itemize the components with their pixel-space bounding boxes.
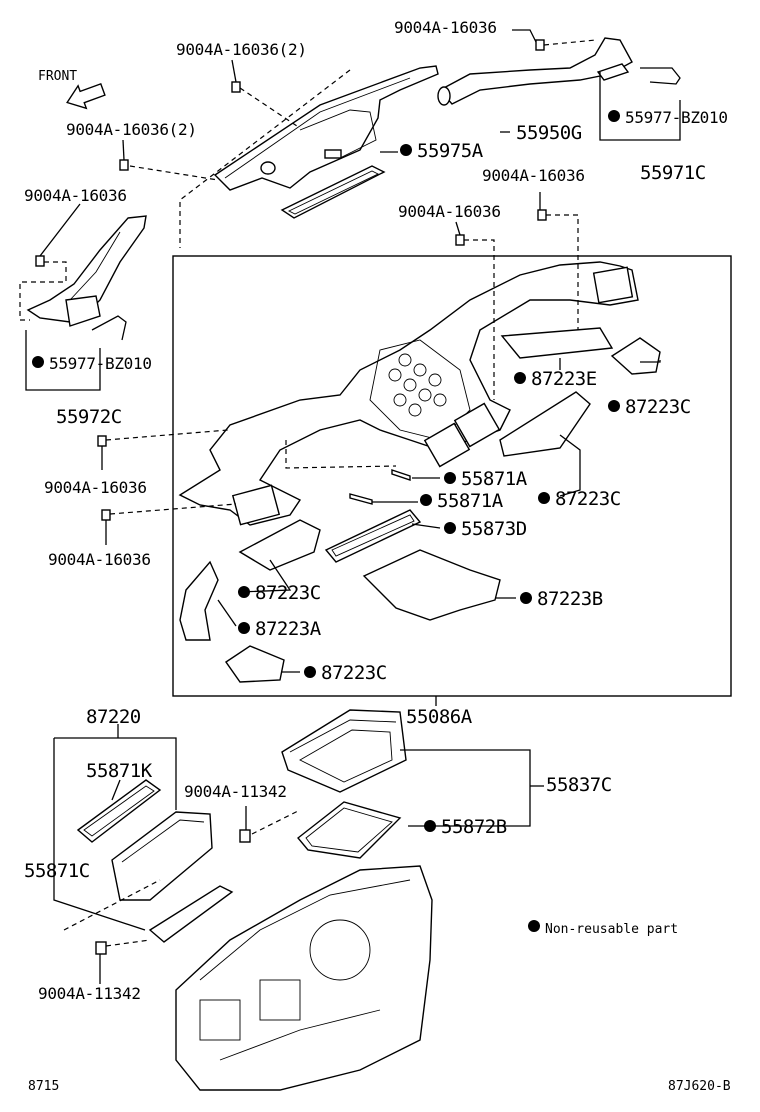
footer-right: 87J620-B <box>668 1079 731 1094</box>
seal-55871A-2 <box>349 493 373 505</box>
label-55837C: 55837C <box>546 774 612 796</box>
label-55871A-1: 55871A <box>444 470 527 489</box>
non-reusable-dot-icon <box>400 144 412 156</box>
label-bolt-left-upper: 9004A-16036(2) <box>66 120 197 139</box>
gasket-55872B <box>297 801 402 859</box>
main-duct <box>178 261 639 526</box>
clip-right-icon <box>640 67 681 85</box>
left-duct-55972C <box>26 215 147 327</box>
label-87223E: 87223E <box>514 370 597 389</box>
seal-55871A-1 <box>391 469 411 481</box>
bolt-icon <box>35 39 547 955</box>
label-bolt-side-2: 9004A-16036 <box>48 550 151 569</box>
right-duct-55971C <box>437 37 633 106</box>
label-bolt-lower-2: 9004A-11342 <box>38 984 141 1003</box>
label-bolt-mid-right: 9004A-16036 <box>482 166 585 185</box>
label-55977-left: 55977-BZ010 <box>32 356 152 372</box>
label-55871C: 55871C <box>24 860 90 882</box>
non-reusable-dot-icon <box>238 586 250 598</box>
gasket-55871K <box>76 779 162 843</box>
upper-duct-55950G <box>213 65 439 191</box>
non-reusable-dot-icon <box>238 622 250 634</box>
pad-87223C-bottom <box>225 645 285 683</box>
pad-87223C-upper <box>610 337 661 375</box>
non-reusable-dot-icon <box>420 494 432 506</box>
non-reusable-dot-icon <box>528 920 540 932</box>
heater-unit <box>175 865 433 1091</box>
pad-87223B <box>362 549 501 621</box>
label-55871K: 55871K <box>86 760 152 782</box>
duct-55871C <box>111 811 234 943</box>
label-bolt-top-right: 9004A-16036 <box>394 18 497 37</box>
label-bolt-side-1: 9004A-16036 <box>44 478 147 497</box>
pad-87223A <box>179 560 219 641</box>
pad-87223E <box>500 327 614 359</box>
non-reusable-dot-icon <box>520 592 532 604</box>
non-reusable-dot-icon <box>608 110 620 122</box>
footer-left: 8715 <box>28 1079 60 1094</box>
label-87223A: 87223A <box>238 620 321 639</box>
non-reusable-dot-icon <box>444 522 456 534</box>
label-55871A-2: 55871A <box>420 492 503 511</box>
label-87223C-4: 87223C <box>304 664 387 683</box>
label-bolt-mid-center: 9004A-16036 <box>398 202 501 221</box>
gasket-55975A <box>280 165 386 219</box>
label-55972C: 55972C <box>56 406 122 428</box>
label-55975A: 55975A <box>400 142 483 161</box>
gasket-55873D <box>324 509 422 563</box>
label-87223C-1: 87223C <box>608 398 691 417</box>
leader-lines <box>25 29 681 984</box>
label-55086A: 55086A <box>406 706 472 728</box>
dashed-lines <box>19 39 597 947</box>
non-reusable-dot-icon <box>424 820 436 832</box>
label-87220: 87220 <box>86 706 141 728</box>
label-bolt-left: 9004A-16036 <box>24 186 127 205</box>
label-55873D: 55873D <box>444 520 527 539</box>
non-reusable-dot-icon <box>304 666 316 678</box>
front-arrow-icon <box>66 82 106 110</box>
non-reusable-dot-icon <box>514 372 526 384</box>
label-87223B: 87223B <box>520 590 603 609</box>
non-reusable-dot-icon <box>444 472 456 484</box>
pad-87223C-long <box>499 391 591 457</box>
non-reusable-dot-icon <box>538 492 550 504</box>
non-reusable-dot-icon <box>608 400 620 412</box>
vent-box-55837C <box>281 709 407 793</box>
label-bolt-lower-1: 9004A-11342 <box>184 782 287 801</box>
front-label: FRONT <box>38 69 78 84</box>
label-87223C-3: 87223C <box>238 584 321 603</box>
assembly-box-55086A <box>172 255 732 697</box>
pad-87223C-mid <box>238 519 321 571</box>
label-55950G: 55950G <box>516 122 582 144</box>
non-reusable-dot-icon <box>32 356 44 368</box>
label-55872B: 55872B <box>424 818 507 837</box>
label-55977-right: 55977-BZ010 <box>608 110 728 126</box>
label-55971C: 55971C <box>640 162 706 184</box>
label-87223C-2: 87223C <box>538 490 621 509</box>
clip-left-icon <box>91 315 127 341</box>
label-bolt-top-center: 9004A-16036(2) <box>176 40 307 59</box>
legend: Non-reusable part <box>528 920 678 936</box>
